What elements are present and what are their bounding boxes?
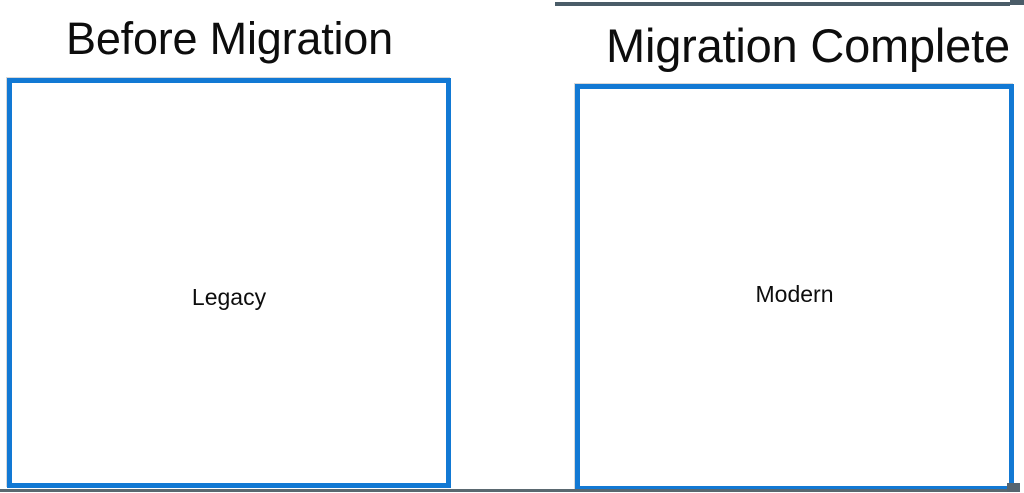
top-edge-rule: [555, 2, 1010, 6]
resize-handle[interactable]: [1007, 483, 1020, 492]
panel-box-after[interactable]: Modern: [575, 84, 1014, 491]
panel-title-migration-complete: Migration Complete: [606, 19, 1010, 72]
panel-title-before: Before Migration: [66, 13, 393, 64]
panel-box-before[interactable]: Legacy: [7, 78, 451, 488]
bottom-edge-rule: [0, 489, 1008, 492]
panel-label-legacy: Legacy: [191, 284, 267, 310]
panel-label-modern: Modern: [755, 281, 834, 307]
top-edge-rule-segment: [1010, 0, 1024, 5]
